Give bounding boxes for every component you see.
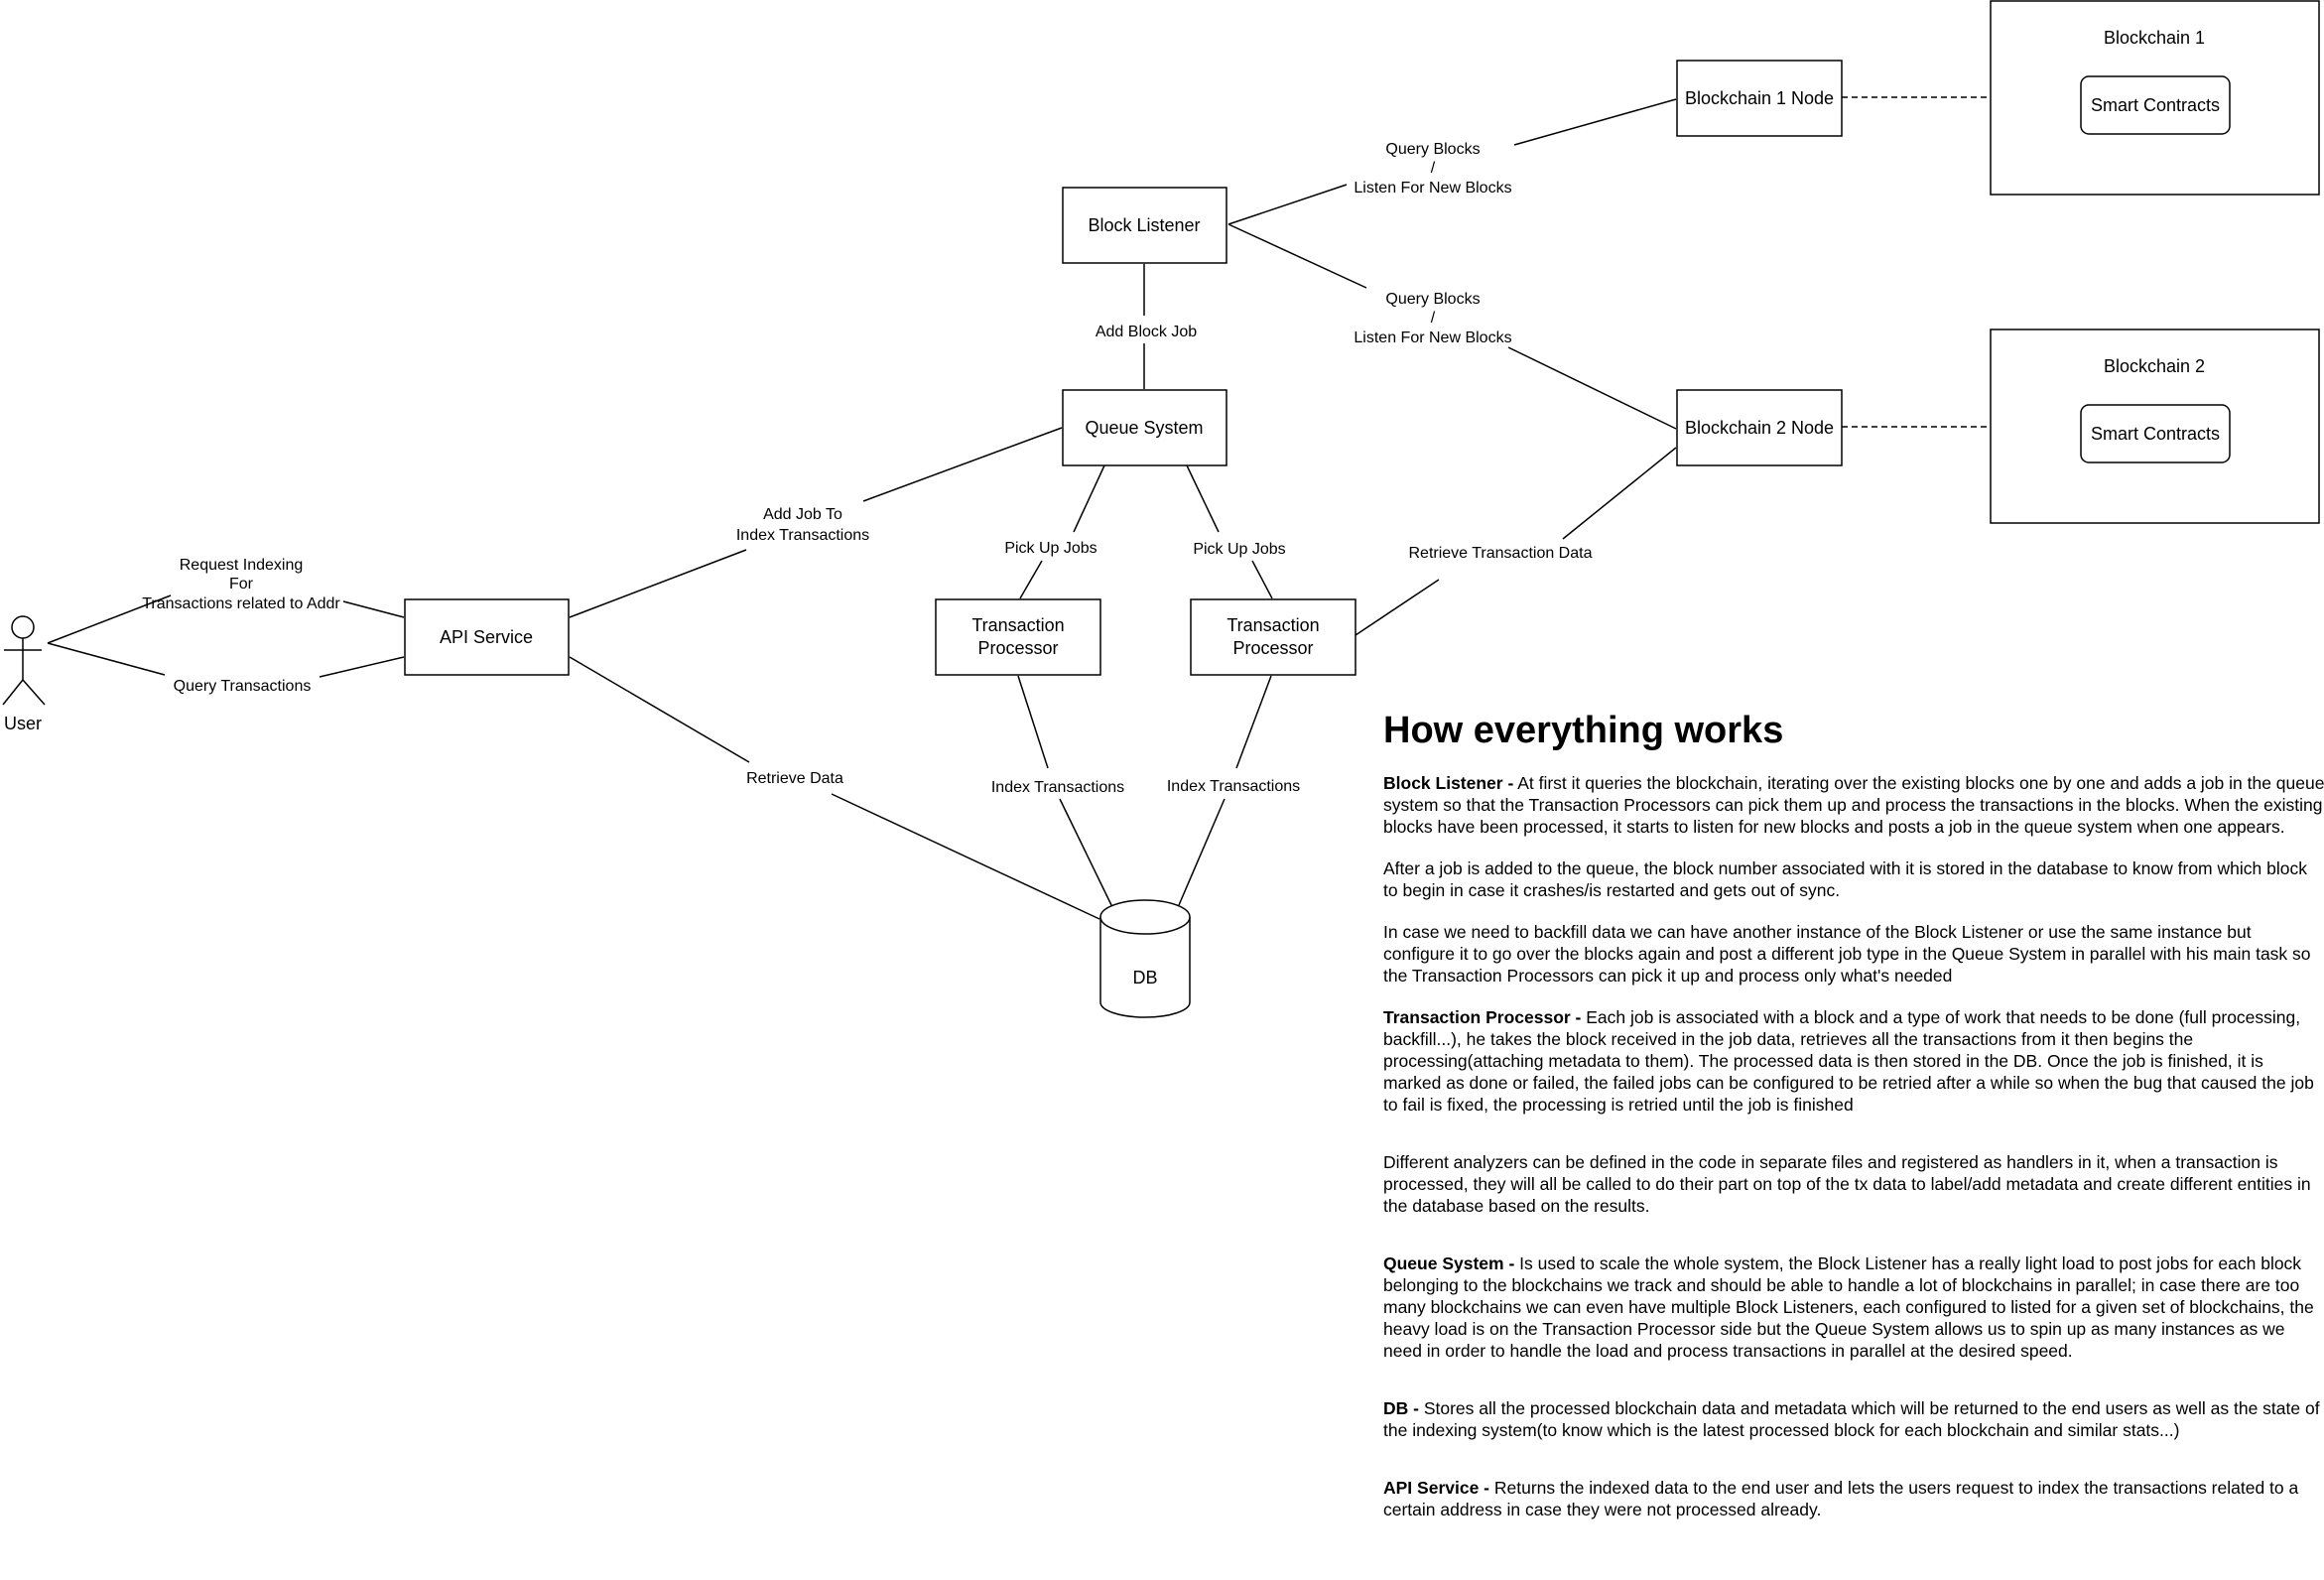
- bc2-node-label: Blockchain 2 Node: [1685, 418, 1834, 438]
- api-service-text: Returns the indexed data to the end user…: [1383, 1478, 2299, 1519]
- edge-tp1-db-a: [1017, 675, 1049, 769]
- edge-bl-to-bc2-a: [1227, 223, 1367, 289]
- transaction-processor-heading: Transaction Processor -: [1383, 1007, 1582, 1027]
- tp1-label-line2: Processor: [977, 638, 1058, 658]
- edge-bl-to-bc1-a: [1227, 184, 1348, 225]
- tp2-label-line2: Processor: [1232, 638, 1313, 658]
- edge-api-to-queue-b: [862, 427, 1063, 502]
- db-heading: DB -: [1383, 1398, 1419, 1418]
- edge-bl-to-bc2-b: [1507, 346, 1677, 430]
- edge-label-transactions-related: Transactions related to Addr: [142, 595, 340, 612]
- block-listener-text: At first it queries the blockchain, iter…: [1383, 773, 2324, 837]
- edge-api-db-a: [569, 656, 750, 763]
- blockchain-1-container: Blockchain 1 Smart Contracts: [1990, 0, 2320, 196]
- edge-label-query-blocks-2: Query Blocks: [1385, 291, 1480, 308]
- queue-system-text: Is used to scale the whole system, the B…: [1383, 1253, 2314, 1361]
- edge-label-request-indexing: Request Indexing: [180, 557, 304, 574]
- user-actor-icon: [2, 615, 46, 706]
- tp1-label-line1: Transaction: [971, 615, 1064, 635]
- queue-system-heading: Queue System -: [1383, 1253, 1515, 1273]
- node-api-service: API Service: [404, 598, 570, 676]
- after-job-paragraph: After a job is added to the queue, the b…: [1383, 858, 2307, 900]
- db-label: DB: [1132, 968, 1157, 988]
- edge-label-pick-up-jobs-1: Pick Up Jobs: [1004, 540, 1097, 557]
- smart-contracts-2-label: Smart Contracts: [2091, 424, 2220, 444]
- edge-label-add-job-to: Add Job To: [763, 506, 842, 523]
- db-text: Stores all the processed blockchain data…: [1383, 1398, 2320, 1440]
- edge-label-query-blocks-1: Query Blocks: [1385, 141, 1480, 158]
- edge-api-to-queue-a: [569, 549, 747, 618]
- edge-label-retrieve-data: Retrieve Data: [746, 770, 843, 787]
- smart-contracts-1-label: Smart Contracts: [2091, 95, 2220, 115]
- edge-label-index-transactions-2: Index Transactions: [1167, 778, 1300, 795]
- transaction-processor-paragraph: Transaction Processor - Each job is asso…: [1383, 1006, 2324, 1116]
- queue-system-paragraph: Queue System - Is used to scale the whol…: [1383, 1252, 2324, 1362]
- edge-bl-to-bc1-b: [1513, 98, 1677, 146]
- blockchain-2-container: Blockchain 2 Smart Contracts: [1990, 329, 2320, 524]
- block-listener-label: Block Listener: [1088, 215, 1200, 235]
- api-service-label: API Service: [440, 627, 533, 647]
- edge-label-query-transactions: Query Transactions: [174, 678, 312, 695]
- tp2-label-line1: Transaction: [1227, 615, 1319, 635]
- blockchain-1-label: Blockchain 1: [2104, 28, 2205, 48]
- edge-label-listen-new-blocks-1: Listen For New Blocks: [1354, 180, 1511, 197]
- edge-user-api-d: [319, 656, 405, 678]
- edge-tp1-db-b: [1059, 798, 1112, 906]
- node-blockchain-1-node: Blockchain 1 Node: [1676, 60, 1843, 137]
- edge-tp2-db-a: [1235, 675, 1272, 769]
- node-block-listener: Block Listener: [1062, 187, 1227, 264]
- edge-user-api-b: [342, 600, 405, 618]
- edge-queue-tp1-a: [1073, 464, 1105, 533]
- edge-label-listen-new-blocks-2: Listen For New Blocks: [1354, 329, 1511, 346]
- explanation-title: How everything works: [1383, 710, 1784, 751]
- block-listener-heading: Block Listener -: [1383, 773, 1514, 793]
- blockchain-2-label: Blockchain 2: [2104, 356, 2205, 376]
- edge-label-for: For: [229, 576, 254, 592]
- edge-label-add-block-job: Add Block Job: [1096, 324, 1197, 340]
- user-label: User: [4, 714, 42, 733]
- node-transaction-processor-2: Transaction Processor: [1190, 598, 1356, 676]
- analyzers-paragraph: Different analyzers can be defined in th…: [1383, 1152, 2311, 1216]
- queue-system-label: Queue System: [1085, 418, 1203, 438]
- edge-label-pick-up-jobs-2: Pick Up Jobs: [1193, 541, 1285, 558]
- bc1-node-label: Blockchain 1 Node: [1685, 88, 1834, 108]
- edge-queue-tp2-b: [1251, 560, 1273, 599]
- edge-label-retrieve-transaction-data: Retrieve Transaction Data: [1409, 545, 1593, 562]
- node-queue-system: Queue System: [1062, 389, 1227, 466]
- edge-tp2-db-b: [1178, 798, 1226, 906]
- api-service-heading: API Service -: [1383, 1478, 1489, 1498]
- edge-queue-tp2-a: [1186, 464, 1220, 533]
- node-transaction-processor-1: Transaction Processor: [935, 598, 1101, 676]
- node-blockchain-2-node: Blockchain 2 Node: [1676, 389, 1843, 466]
- edge-user-api-c: [47, 642, 166, 676]
- edge-label-query-blocks-2-slash: /: [1431, 310, 1436, 327]
- edge-api-db-b: [831, 793, 1100, 920]
- edge-label-index-transactions-1: Index Transactions: [991, 779, 1124, 796]
- backfill-paragraph: In case we need to backfill data we can …: [1383, 922, 2311, 986]
- edge-tp2-bc2-a: [1355, 579, 1440, 636]
- transaction-processor-text: Each job is associated with a block and …: [1383, 1007, 2314, 1115]
- edge-label-index-transactions: Index Transactions: [736, 527, 869, 544]
- block-listener-paragraph: Block Listener - At first it queries the…: [1383, 772, 2324, 838]
- edge-user-api-a: [47, 594, 172, 644]
- edge-tp2-bc2-b: [1562, 447, 1677, 540]
- explanation-panel: How everything works Block Listener - At…: [1383, 707, 2324, 1540]
- edge-label-query-blocks-1-slash: /: [1431, 160, 1436, 177]
- api-service-paragraph: API Service - Returns the indexed data t…: [1383, 1477, 2324, 1520]
- db-paragraph: DB - Stores all the processed blockchain…: [1383, 1397, 2324, 1441]
- node-db: DB: [1099, 899, 1191, 1018]
- edge-queue-tp1-b: [1019, 560, 1043, 599]
